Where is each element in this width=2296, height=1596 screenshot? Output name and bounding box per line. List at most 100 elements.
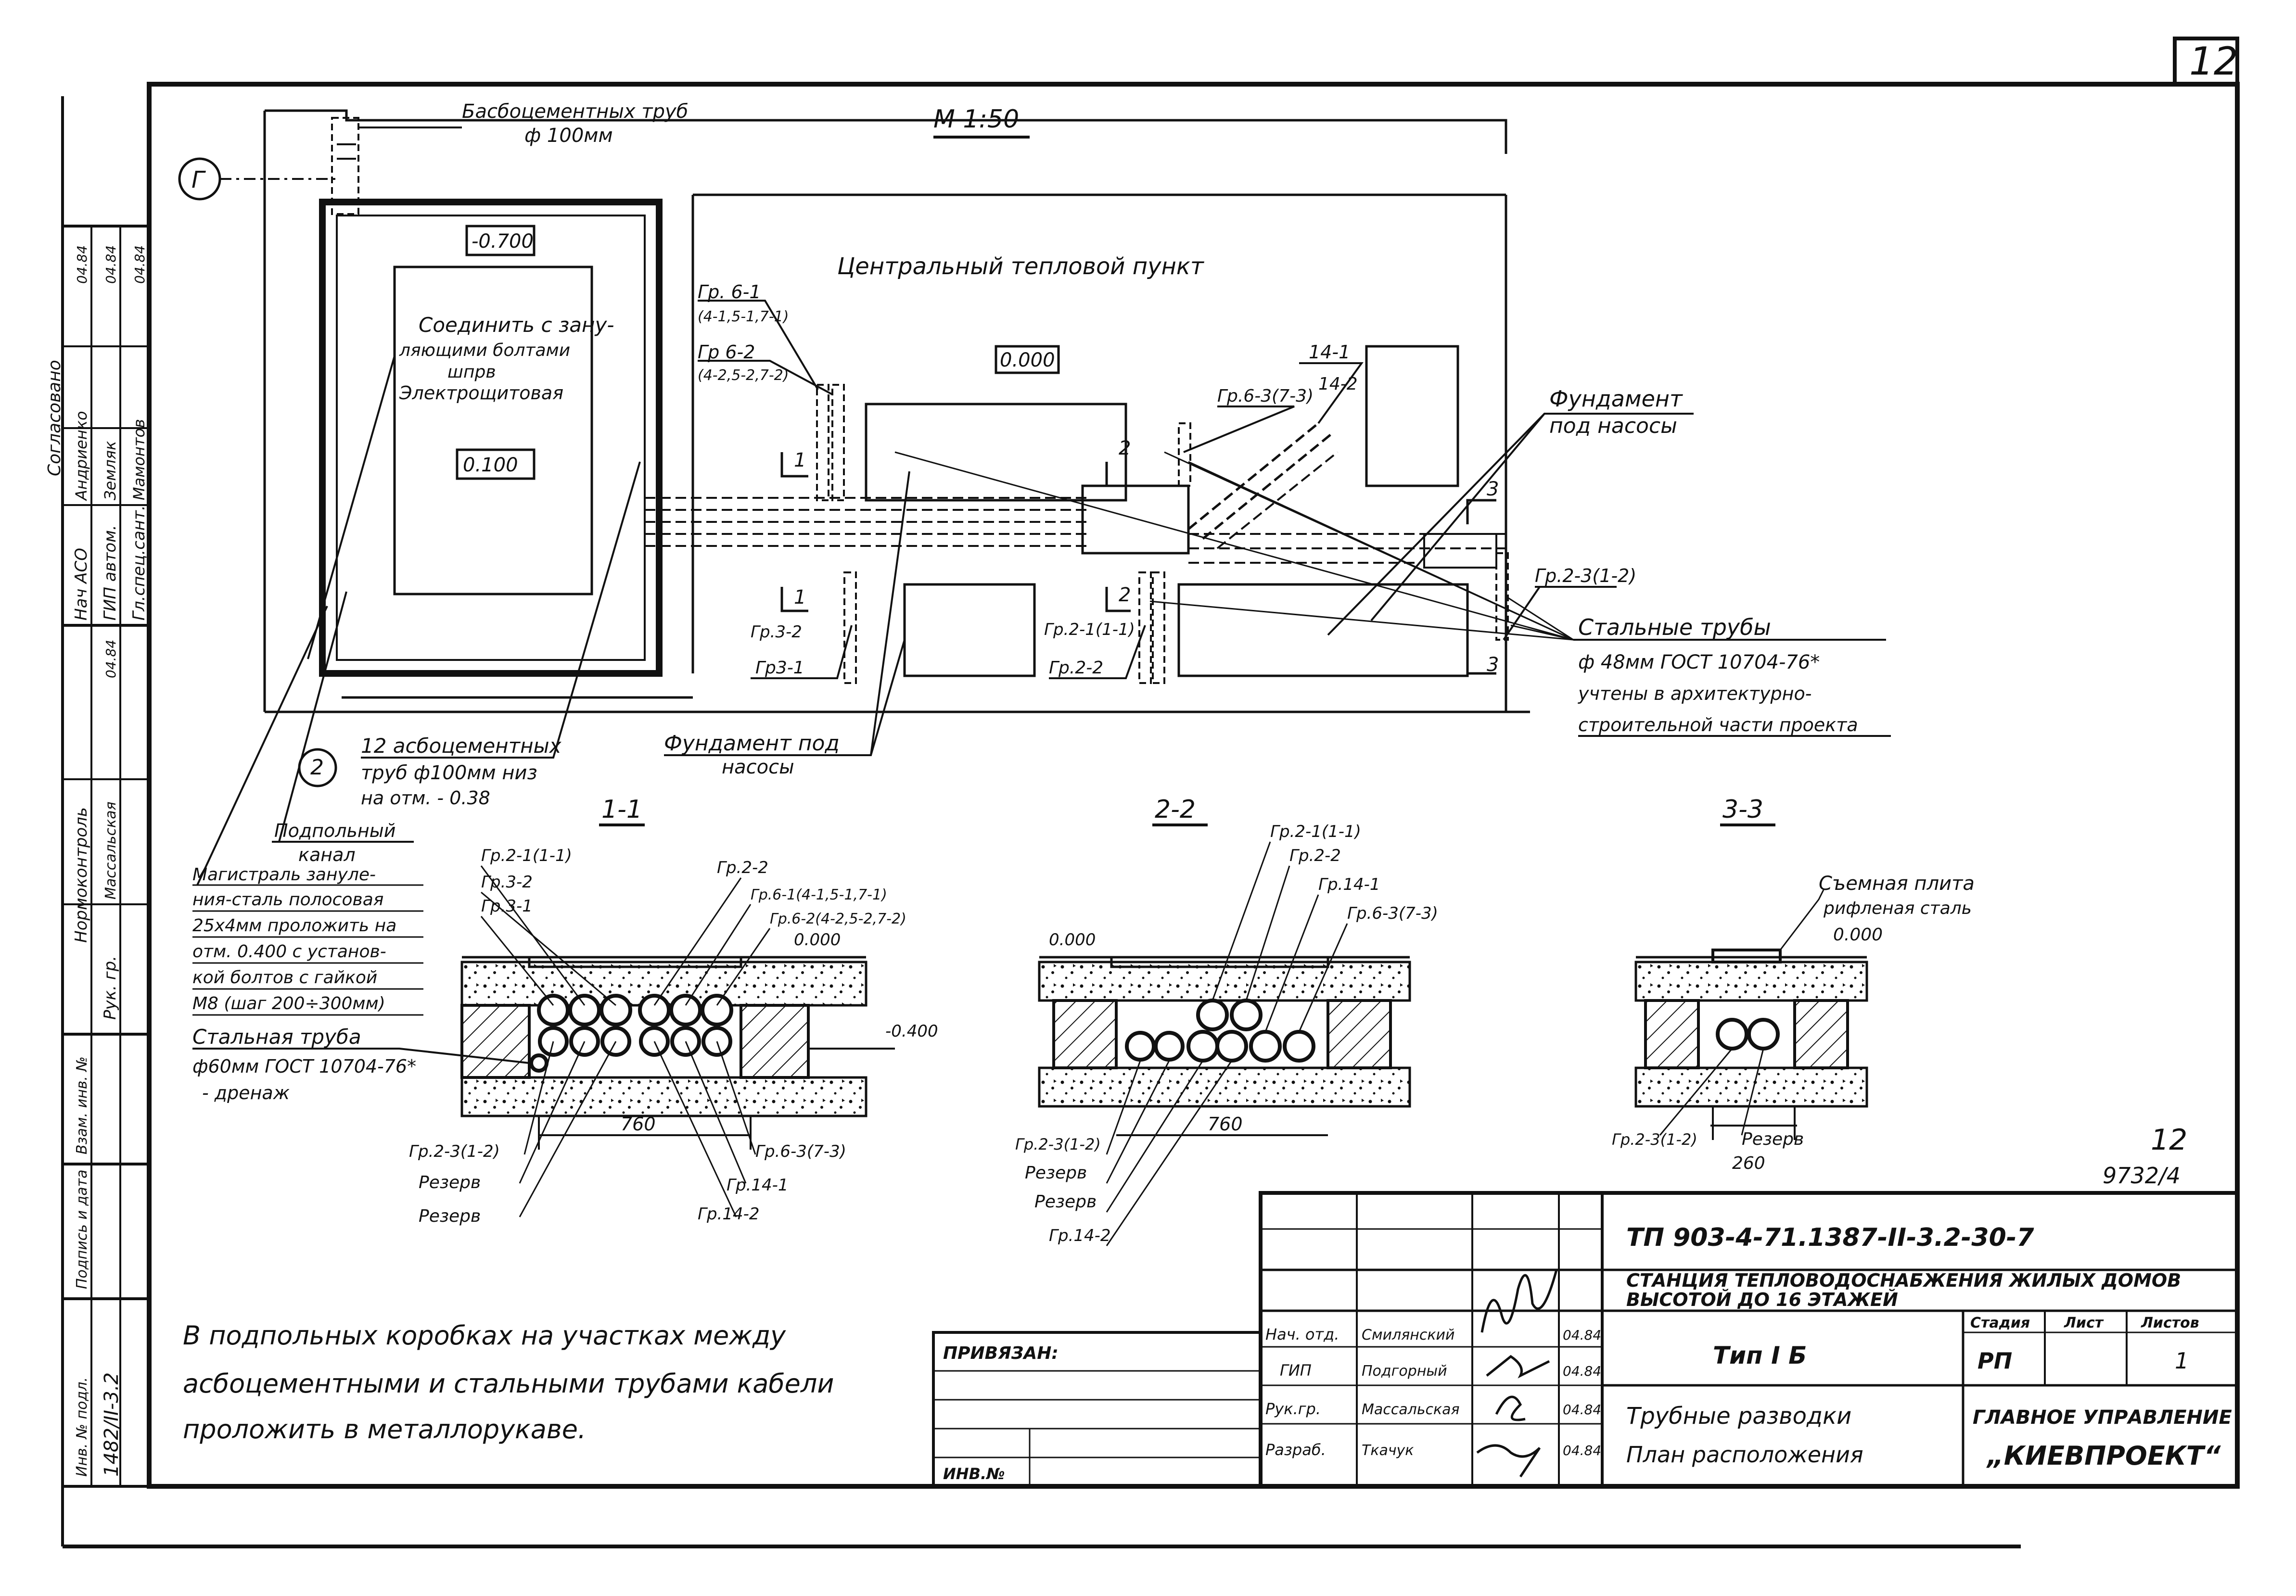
- grounding-6: М8 (шаг 200÷300мм): [192, 994, 385, 1013]
- gr-3-2-label: Гр.3-2: [751, 622, 802, 642]
- section-mark-2b: 2: [1119, 584, 1131, 606]
- project-line-2: ВЫСОТОЙ ДО 16 ЭТАЖЕЙ: [1626, 1289, 1898, 1310]
- foundation-bottom-1: Фундамент под: [664, 731, 840, 756]
- margin-role-2: ГИП автом.: [101, 525, 120, 621]
- gr-6-1-label: Гр. 6-1: [698, 281, 761, 303]
- margin-role-1: Нач АСО: [72, 548, 91, 621]
- project-line-1: СТАНЦИЯ ТЕПЛОВОДОСНАБЖЕНИЯ ЖИЛЫХ ДОМОВ: [1626, 1270, 2181, 1291]
- s3-label-2: рифленая сталь: [1823, 899, 1972, 918]
- sign-date-label: Подпись и дата: [74, 1170, 90, 1290]
- normcontrol-label: Нормоконтроль: [72, 807, 91, 943]
- sheet-header: Лист: [2064, 1315, 2104, 1331]
- margin-date-2: 04.84: [103, 245, 119, 284]
- plan-walls: [263, 109, 1530, 713]
- signature-1: [1480, 1269, 1558, 1333]
- inv-label: ИНВ.№: [943, 1465, 1005, 1483]
- building-type: Тип I Б: [1713, 1342, 1807, 1369]
- pump-foundations: [865, 345, 1469, 677]
- room-name: Электрощитовая: [399, 382, 563, 404]
- section-1-title: 1-1: [601, 795, 642, 824]
- grounding-2: ния-сталь полосовая: [192, 890, 383, 910]
- stage-header: Стадия: [1970, 1315, 2030, 1331]
- signer-role-2: ГИП: [1280, 1361, 1312, 1380]
- drawing-code: ТП 903-4-71.1387-II-3.2-30-7: [1626, 1223, 2034, 1252]
- signer-name-1: Смилянский: [1362, 1327, 1455, 1343]
- foundation-right-2: под насосы: [1549, 414, 1677, 438]
- signature-2: [1486, 1355, 1550, 1379]
- gr-6-2-sub: (4-2,5-2,7-2): [698, 367, 789, 384]
- note-line-2: асбоцементными и стальными трубами кабел…: [183, 1368, 834, 1399]
- channel-1: Подпольный: [274, 820, 395, 841]
- stage-value: РП: [1977, 1348, 2012, 1374]
- gr-2-2-label: Гр.2-2: [1049, 658, 1103, 678]
- section-3-3: [1634, 889, 1868, 1140]
- normcontrol-name: Массальская: [102, 801, 119, 899]
- approved-label: Согласовано: [45, 360, 64, 476]
- main-room-name: Центральный тепловой пункт: [837, 253, 1205, 280]
- section-mark-2a: 2: [1119, 437, 1131, 459]
- steel-pipes-3: учтены в архитектурно-: [1578, 683, 1811, 704]
- note-line-1: В подпольных коробках на участках между: [183, 1320, 786, 1351]
- top-pipes-line2: ф 100мм: [524, 125, 613, 147]
- section-mark-3a: 3: [1487, 478, 1499, 500]
- margin-date-1: 04.84: [74, 245, 90, 284]
- s1-bottom-5: Гр.14-1: [727, 1176, 789, 1195]
- sheets-value: 1: [2175, 1348, 2189, 1374]
- signer-role-1: Нач. отд.: [1265, 1325, 1339, 1343]
- s1-bottom-4: Гр.6-3(7-3): [755, 1142, 846, 1161]
- section-mark-1b: 1: [794, 586, 806, 608]
- section-2-title: 2-2: [1155, 795, 1196, 824]
- s2-dim: 760: [1208, 1114, 1243, 1135]
- s1-bottom-6: Гр.14-2: [698, 1204, 760, 1224]
- margin-role-3: Гл.спец.сант.: [129, 505, 149, 621]
- level-board: 0.100: [463, 454, 518, 476]
- sheets-header: Листов: [2141, 1315, 2199, 1331]
- grounding-3: 25х4мм проложить на: [192, 916, 396, 936]
- s2-label-4: Гр.6-3(7-3): [1347, 904, 1438, 923]
- axis-g-label: Г: [191, 166, 206, 193]
- asbestos-note-2: труб ф100мм низ: [361, 762, 537, 784]
- signer-date-1: 04.84: [1563, 1327, 1601, 1343]
- section-mark-3b: 3: [1487, 654, 1499, 676]
- left-margin-stamp: [61, 225, 151, 1488]
- signature-4: [1476, 1444, 1541, 1478]
- section-mark-1a: 1: [794, 449, 806, 471]
- s3-dim: 260: [1732, 1153, 1765, 1173]
- s1-label-2: Гр.3-2: [481, 873, 533, 892]
- s1-level-side: -0.400: [885, 1022, 938, 1041]
- asbestos-note-3: на отм. - 0.38: [361, 787, 490, 809]
- ruk-label: Рук. гр.: [101, 956, 120, 1020]
- s3-bottom-1: Гр.2-3(1-2): [1612, 1130, 1697, 1149]
- normcontrol-date: 04.84: [103, 640, 119, 678]
- grounding-4: отм. 0.400 с установ-: [192, 942, 386, 962]
- s1-label-4: Гр.2-2: [717, 858, 768, 877]
- steel-pipes-4: строительной части проекта: [1578, 714, 1858, 735]
- axis-2-label: 2: [310, 755, 324, 780]
- corner-stamp-1: 12: [2151, 1123, 2187, 1157]
- org-line-1: ГЛАВНОЕ УПРАВЛЕНИЕ: [1973, 1406, 2232, 1429]
- privyazan-label: ПРИВЯЗАН:: [943, 1343, 1059, 1363]
- inv-orig-value: 1482/II-3.2: [101, 1372, 123, 1477]
- drain-3: - дренаж: [202, 1082, 290, 1103]
- drain-1: Стальная труба: [192, 1025, 361, 1049]
- margin-date-3: 04.84: [132, 245, 148, 284]
- foundation-right-1: Фундамент: [1549, 386, 1683, 412]
- s2-label-1: Гр.2-1(1-1): [1270, 822, 1361, 841]
- signer-role-3: Рук.гр.: [1265, 1400, 1321, 1418]
- grounding-1: Магистраль зануле-: [192, 865, 376, 885]
- s1-bottom-1: Гр.2-3(1-2): [409, 1142, 500, 1161]
- drawing-name-1: Трубные разводки: [1626, 1403, 1851, 1430]
- steel-pipes-1: Стальные трубы: [1578, 614, 1771, 640]
- grounding-5: кой болтов с гайкой: [192, 968, 377, 988]
- s2-bottom-3: Резерв: [1034, 1192, 1097, 1212]
- gr-3-1-label: Гр3-1: [755, 658, 804, 678]
- inv-zam-label: Взам. инв. №: [74, 1056, 90, 1154]
- drain-2: ф60мм ГОСТ 10704-76*: [192, 1056, 416, 1077]
- s2-label-3: Гр.14-1: [1318, 875, 1380, 894]
- corner-stamp-2: 9732/4: [2103, 1163, 2181, 1189]
- steel-pipe-leaders: [894, 451, 1886, 641]
- foundation-bottom-2: насосы: [722, 756, 794, 778]
- grounding-note: Магистраль зануле- ния-сталь полосовая 2…: [192, 606, 423, 1016]
- level-room: -0.700: [472, 230, 534, 253]
